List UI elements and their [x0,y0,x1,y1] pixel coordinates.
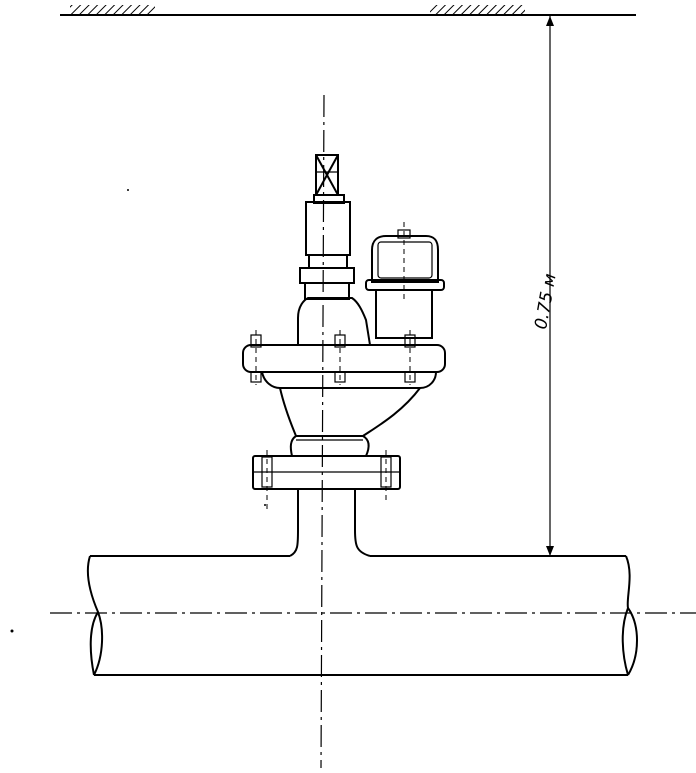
scan-dot [10,629,14,633]
depth-label: 0.75 м [531,272,560,331]
hydrant-neck [279,387,421,457]
vertical-axis [320,94,325,769]
dimension-arrow-top [546,16,554,26]
hydrant-dome [297,297,371,346]
valve-stem [299,194,355,300]
soil-hatch-left [70,5,155,15]
soil-hatch-right [430,5,525,15]
main-pipe [86,555,638,676]
dimension-arrow-bottom [546,546,554,556]
stem-square-head [315,154,339,196]
ground-surface [60,5,636,16]
scan-dot [264,504,266,506]
depth-dimension: 0.75 м [531,16,561,556]
body-flange [242,330,446,389]
pipe-branch [289,489,371,557]
scan-dot [127,189,129,191]
cap-housing [365,222,445,339]
lower-flange [252,450,401,510]
